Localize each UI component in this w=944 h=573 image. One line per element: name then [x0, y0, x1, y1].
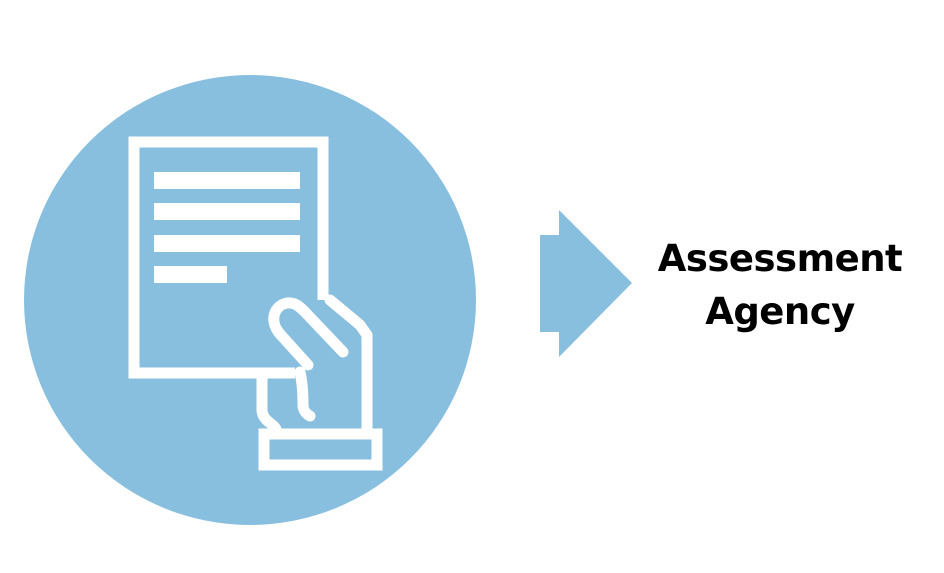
document-icon [128, 136, 329, 379]
assessment-agency-label: Assessment Agency [650, 232, 910, 338]
hand-cuff [258, 428, 383, 471]
label-line-1: Assessment [657, 237, 903, 280]
label-line-2: Agency [705, 290, 855, 333]
document-text-lines [154, 172, 300, 283]
